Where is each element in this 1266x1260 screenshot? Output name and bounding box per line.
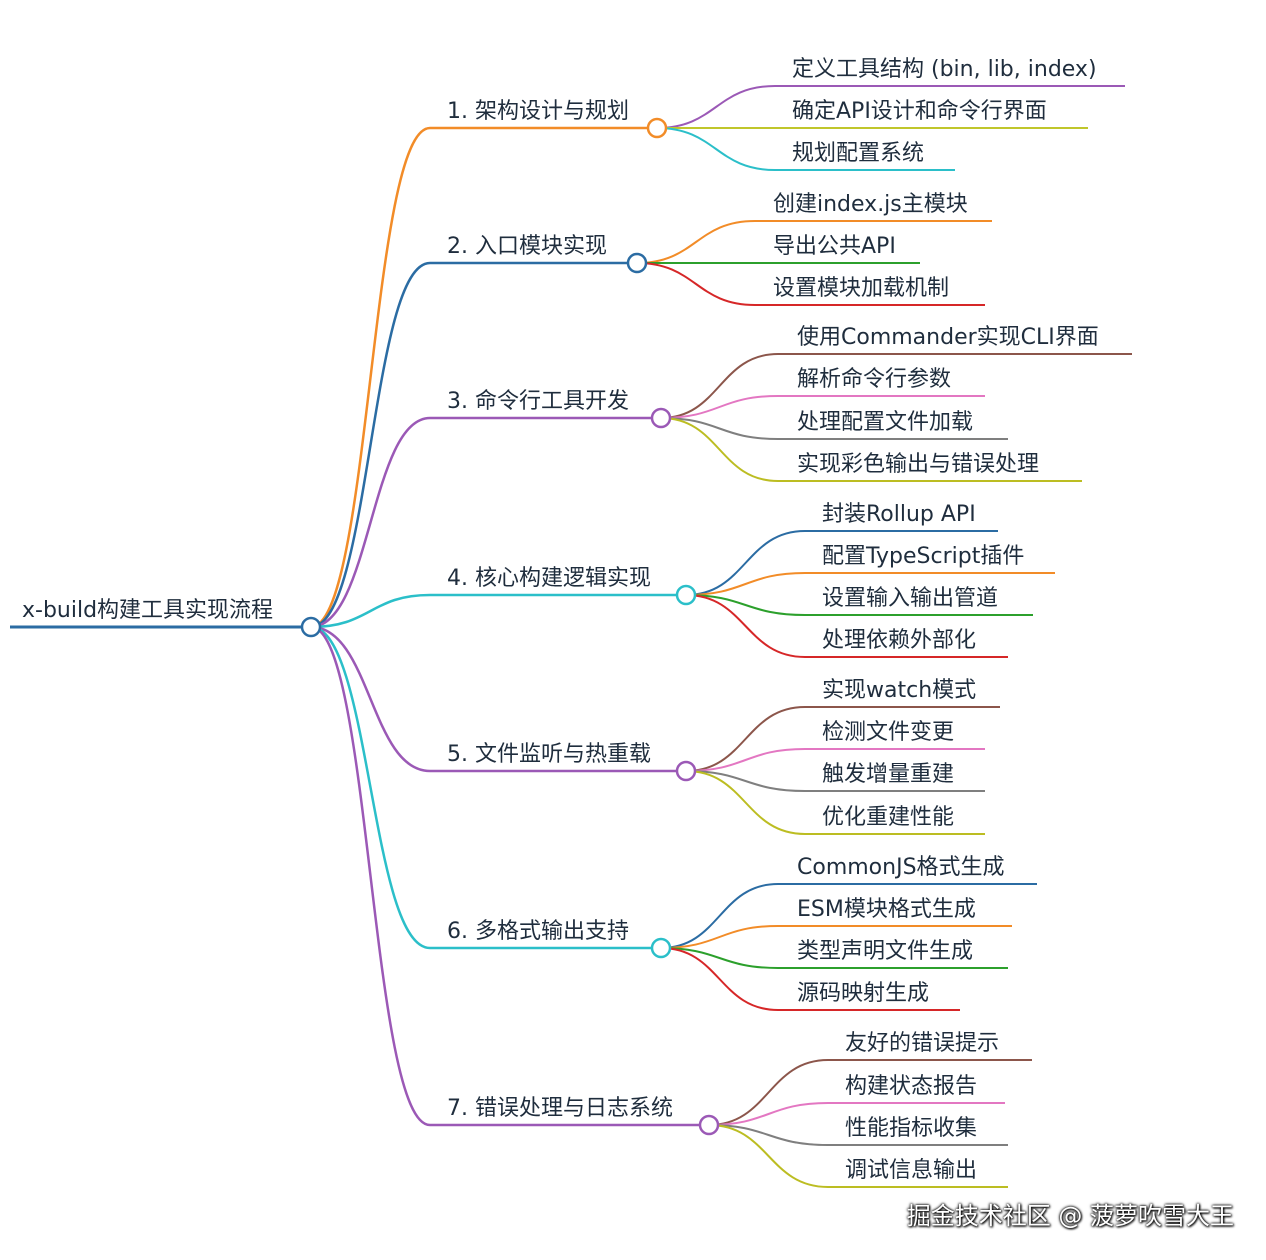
leaf-connector — [685, 770, 806, 835]
leaf-connector — [685, 594, 806, 658]
leaf-connector — [708, 1124, 829, 1188]
leaf-connector — [685, 572, 806, 596]
leaf-label: 调试信息输出 — [845, 1158, 977, 1183]
leaf-label: 处理配置文件加载 — [797, 410, 973, 435]
leaf-connector — [685, 530, 806, 596]
leaf-connector — [636, 220, 756, 264]
leaf-label: 实现彩色输出与错误处理 — [797, 452, 1039, 477]
leaf-connector — [660, 417, 779, 440]
watermark: 掘金技术社区 @ 菠萝吹雪大王 — [906, 1202, 1234, 1230]
leaf-connector — [660, 947, 779, 969]
leaf-label: 导出公共API — [773, 234, 896, 259]
leaf-connector — [660, 947, 779, 1011]
leaf-connector — [685, 706, 806, 772]
branch-node-circle[interactable] — [646, 117, 668, 139]
branch-label: 3. 命令行工具开发 — [447, 389, 629, 414]
leaf-label: 类型声明文件生成 — [797, 939, 973, 964]
leaf-connector — [660, 925, 779, 949]
leaf-connector — [708, 1124, 829, 1146]
leaf-label: 构建状态报告 — [845, 1074, 977, 1099]
branch-label: 4. 核心构建逻辑实现 — [447, 566, 651, 591]
branch-connector — [310, 625, 431, 1127]
leaf-label: 配置TypeScript插件 — [822, 544, 1024, 569]
leaf-label: 优化重建性能 — [822, 805, 954, 830]
branch-node-circle[interactable] — [650, 937, 672, 959]
leaf-label: 解析命令行参数 — [797, 367, 951, 392]
leaf-connector — [660, 395, 779, 419]
leaf-connector — [656, 85, 776, 129]
leaf-label: 处理依赖外部化 — [822, 628, 976, 653]
leaf-connector — [685, 770, 806, 792]
leaf-label: 检测文件变更 — [822, 720, 954, 745]
branch-connector — [310, 261, 431, 629]
leaf-label: ESM模块格式生成 — [797, 897, 976, 922]
branch-node-circle[interactable] — [675, 760, 697, 782]
leaf-connector — [660, 353, 779, 419]
leaf-label: 确定API设计和命令行界面 — [792, 99, 1047, 124]
leaf-connector — [656, 127, 776, 171]
leaf-label: 友好的错误提示 — [845, 1031, 999, 1056]
leaf-connector — [685, 594, 806, 616]
leaf-connector — [708, 1059, 829, 1126]
leaf-label: 规划配置系统 — [792, 141, 924, 166]
branch-connector — [310, 126, 431, 629]
leaf-label: 封装Rollup API — [822, 502, 976, 527]
leaf-label: 设置输入输出管道 — [822, 586, 998, 611]
leaf-connector — [685, 748, 806, 772]
leaf-label: 定义工具结构 (bin, lib, index) — [792, 57, 1097, 82]
branch-node-circle[interactable] — [626, 252, 648, 274]
leaf-label: 创建index.js主模块 — [773, 192, 968, 217]
branch-connector — [310, 625, 431, 950]
branch-label: 5. 文件监听与热重载 — [447, 742, 651, 767]
root-node-circle[interactable] — [300, 616, 322, 638]
branch-connector — [310, 625, 431, 773]
branch-label: 2. 入口模块实现 — [447, 234, 607, 259]
leaf-label: 性能指标收集 — [845, 1116, 977, 1141]
leaf-connector — [660, 883, 779, 949]
branch-label: 7. 错误处理与日志系统 — [447, 1096, 673, 1121]
leaf-label: 实现watch模式 — [822, 678, 976, 703]
leaf-label: 触发增量重建 — [822, 762, 954, 787]
root-label: x-build构建工具实现流程 — [22, 598, 273, 623]
branch-connector — [310, 593, 431, 629]
branch-node-circle[interactable] — [650, 407, 672, 429]
branch-label: 6. 多格式输出支持 — [447, 919, 629, 944]
leaf-label: 设置模块加载机制 — [773, 276, 949, 301]
branch-label: 1. 架构设计与规划 — [447, 99, 629, 124]
leaf-connector — [636, 262, 756, 306]
leaf-label: 源码映射生成 — [797, 981, 929, 1006]
leaf-label: 使用Commander实现CLI界面 — [797, 325, 1099, 350]
branch-node-circle[interactable] — [675, 584, 697, 606]
branch-node-circle[interactable] — [698, 1114, 720, 1136]
branch-connector — [310, 416, 431, 629]
leaf-connector — [660, 417, 779, 482]
leaf-label: CommonJS格式生成 — [797, 855, 1005, 880]
leaf-connector — [708, 1102, 829, 1126]
